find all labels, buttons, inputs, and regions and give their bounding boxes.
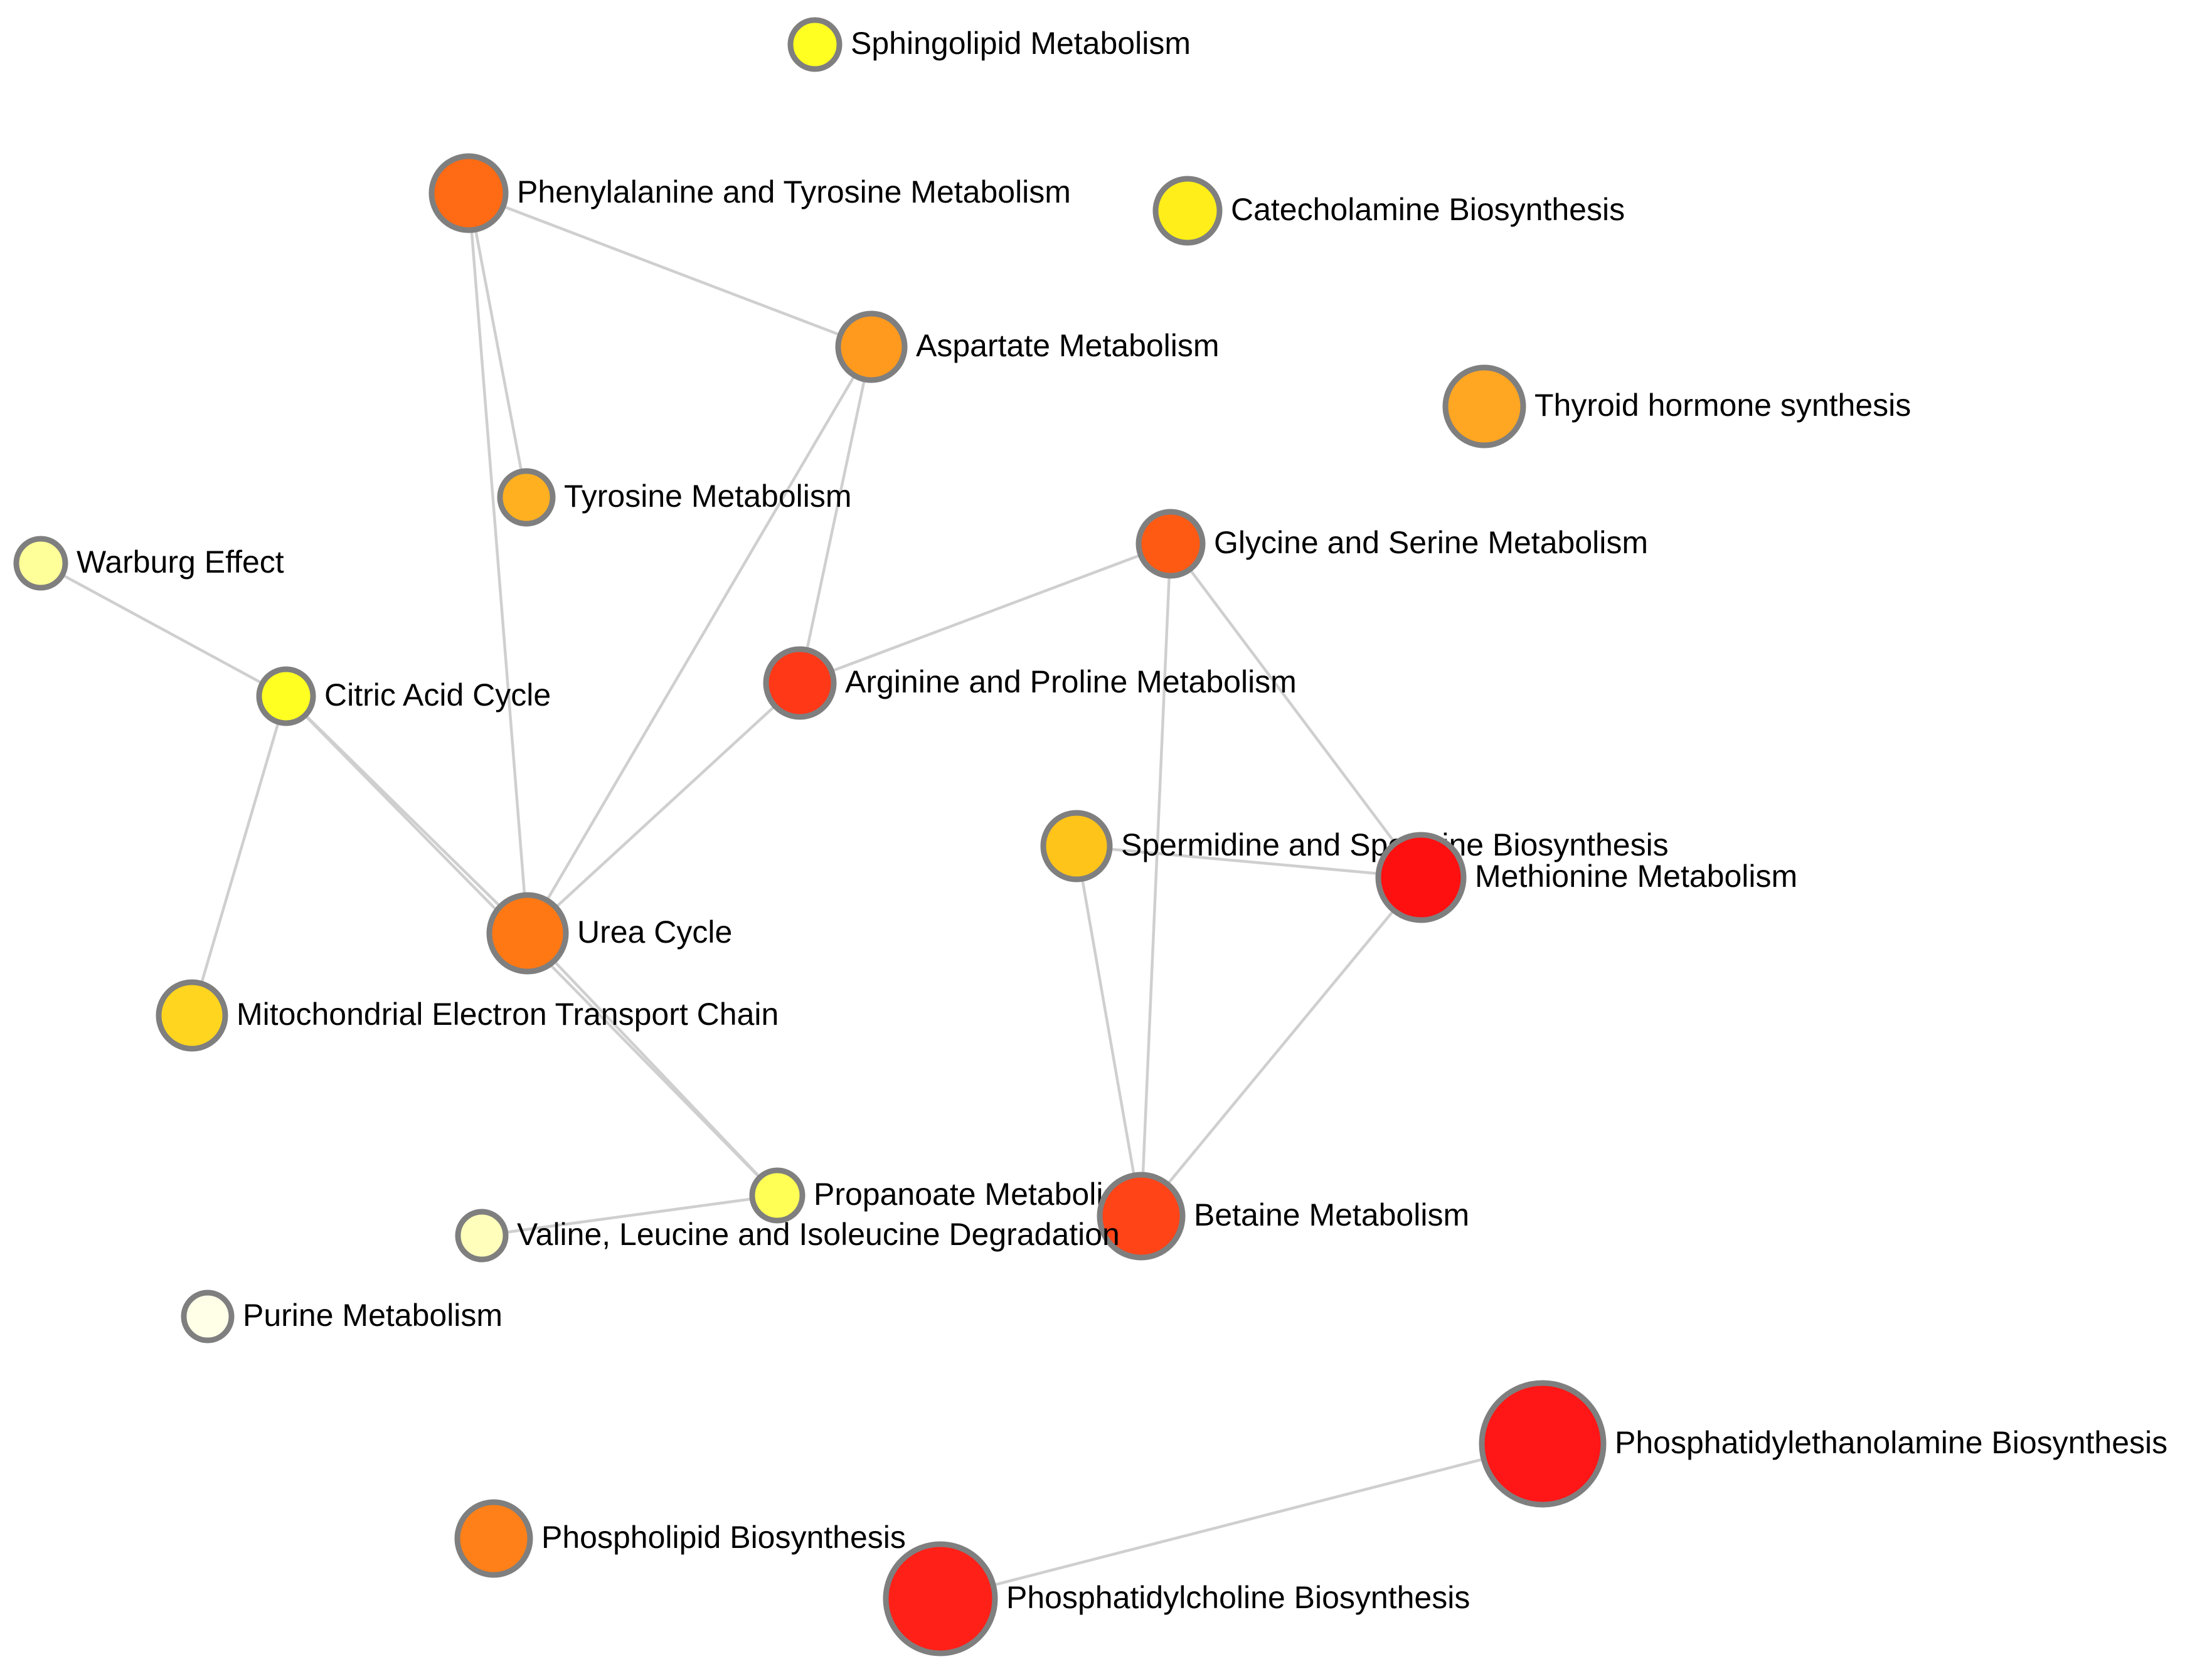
node-circle[interactable] bbox=[455, 1209, 509, 1263]
edge-glycine_serine-methionine bbox=[1169, 543, 1422, 879]
node-label: Phenylalanine and Tyrosine Metabolism bbox=[517, 174, 1071, 209]
node-label: Citric Acid Cycle bbox=[324, 677, 551, 713]
node-label: Aspartate Metabolism bbox=[916, 328, 1220, 363]
node-circle[interactable] bbox=[486, 892, 569, 975]
node-purine[interactable]: Purine Metabolism bbox=[181, 1290, 502, 1343]
node-aspartate[interactable]: Aspartate Metabolism bbox=[835, 310, 1220, 383]
node-propanoate[interactable]: Propanoate Metabolism bbox=[749, 1167, 1145, 1224]
node-label: Tyrosine Metabolism bbox=[564, 479, 852, 514]
node-circle[interactable] bbox=[1040, 810, 1113, 882]
node-label: Glycine and Serine Metabolism bbox=[1214, 525, 1648, 560]
edge-aspartate-arginine bbox=[798, 346, 873, 684]
node-circle[interactable] bbox=[1135, 509, 1206, 579]
node-circle[interactable] bbox=[835, 310, 908, 383]
node-methionine[interactable]: Methionine Metabolism bbox=[1375, 832, 1797, 923]
node-label: Phospholipid Biosynthesis bbox=[541, 1520, 906, 1555]
node-valine[interactable]: Valine, Leucine and Isoleucine Degradati… bbox=[455, 1209, 1120, 1263]
node-circle[interactable] bbox=[1152, 176, 1223, 246]
node-glycine-serine[interactable]: Glycine and Serine Metabolism bbox=[1135, 509, 1648, 579]
edge-phe_tyr-aspartate bbox=[468, 191, 872, 349]
node-mito-etc[interactable]: Mitochondrial Electron Transport Chain bbox=[156, 979, 779, 1052]
node-circle[interactable] bbox=[763, 646, 837, 720]
node-circle[interactable] bbox=[428, 153, 509, 233]
node-circle[interactable] bbox=[787, 17, 843, 72]
node-warburg[interactable]: Warburg Effect bbox=[13, 536, 284, 591]
edge-methionine-betaine bbox=[1140, 876, 1422, 1217]
node-pe-bio[interactable]: Phosphatidylethanolamine Biosynthesis bbox=[1479, 1380, 2167, 1508]
node-label: Phosphatidylethanolamine Biosynthesis bbox=[1615, 1425, 2167, 1460]
node-label: Betaine Metabolism bbox=[1194, 1197, 1469, 1232]
node-phe-tyr[interactable]: Phenylalanine and Tyrosine Metabolism bbox=[428, 153, 1071, 233]
node-thyroid[interactable]: Thyroid hormone synthesis bbox=[1442, 364, 1911, 448]
edge-spermidine-betaine bbox=[1075, 845, 1143, 1217]
edge-spermidine-methionine bbox=[1076, 844, 1422, 879]
edge-propanoate-valine bbox=[481, 1194, 778, 1237]
node-urea[interactable]: Urea Cycle bbox=[486, 892, 732, 975]
node-label: Catecholamine Biosynthesis bbox=[1231, 192, 1625, 227]
node-circle[interactable] bbox=[1442, 364, 1526, 448]
node-betaine[interactable]: Betaine Metabolism bbox=[1097, 1172, 1469, 1261]
node-label: Purine Metabolism bbox=[243, 1298, 502, 1333]
node-pc-bio[interactable]: Phosphatidylcholine Biosynthesis bbox=[883, 1541, 1470, 1656]
node-circle[interactable] bbox=[256, 666, 316, 726]
node-label: Valine, Leucine and Isoleucine Degradati… bbox=[517, 1217, 1120, 1252]
edge-glycine_serine-betaine bbox=[1139, 543, 1172, 1217]
edge-phe_tyr-urea bbox=[467, 193, 529, 934]
edge-warburg-citric bbox=[40, 562, 287, 697]
edge-aspartate-urea bbox=[526, 346, 873, 935]
node-label: Methionine Metabolism bbox=[1475, 859, 1797, 894]
edges-layer bbox=[40, 191, 1543, 1601]
node-label: Arginine and Proline Metabolism bbox=[845, 664, 1297, 699]
node-circle[interactable] bbox=[497, 468, 556, 527]
edge-pe_bio-pc_bio bbox=[940, 1442, 1543, 1601]
node-circle[interactable] bbox=[883, 1541, 998, 1656]
node-circle[interactable] bbox=[156, 979, 228, 1052]
node-circle[interactable] bbox=[1097, 1172, 1186, 1261]
node-label: Warburg Effect bbox=[77, 544, 284, 580]
node-tyrosine[interactable]: Tyrosine Metabolism bbox=[497, 468, 852, 527]
node-catecholamine[interactable]: Catecholamine Biosynthesis bbox=[1152, 176, 1625, 246]
edge-arginine-urea bbox=[526, 682, 801, 935]
node-sphingolipid[interactable]: Sphingolipid Metabolism bbox=[787, 17, 1191, 72]
node-circle[interactable] bbox=[13, 536, 68, 591]
node-label: Sphingolipid Metabolism bbox=[851, 26, 1191, 61]
node-citric[interactable]: Citric Acid Cycle bbox=[256, 666, 551, 726]
edge-glycine_serine-arginine bbox=[799, 542, 1171, 685]
edge-urea-propanoate bbox=[526, 932, 779, 1197]
node-circle[interactable] bbox=[1375, 832, 1467, 923]
node-label: Mitochondrial Electron Transport Chain bbox=[237, 997, 779, 1032]
node-label: Urea Cycle bbox=[577, 914, 732, 950]
node-circle[interactable] bbox=[454, 1499, 533, 1578]
node-circle[interactable] bbox=[749, 1167, 806, 1224]
node-phospholipid[interactable]: Phospholipid Biosynthesis bbox=[454, 1499, 906, 1578]
node-arginine[interactable]: Arginine and Proline Metabolism bbox=[763, 646, 1297, 720]
node-circle[interactable] bbox=[1479, 1380, 1607, 1508]
edge-phe_tyr-tyrosine bbox=[467, 193, 528, 498]
node-label: Thyroid hormone synthesis bbox=[1534, 388, 1911, 423]
edge-citric-mito_etc bbox=[190, 696, 288, 1016]
node-label: Propanoate Metabolism bbox=[814, 1177, 1145, 1212]
node-label: Phosphatidylcholine Biosynthesis bbox=[1006, 1580, 1470, 1615]
node-circle[interactable] bbox=[181, 1290, 235, 1343]
